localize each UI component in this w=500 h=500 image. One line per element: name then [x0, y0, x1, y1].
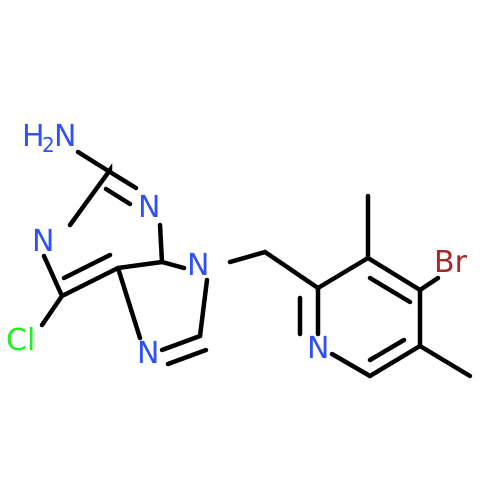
bond-py-c6-n [329, 351, 373, 379]
atom-chlorine: Cl [6, 323, 35, 358]
atom-n7: N [137, 336, 159, 371]
bond-c4-c5 [115, 259, 165, 271]
bond-n7-c8 [159, 333, 203, 353]
bond-py-c5-c6-double [367, 337, 407, 363]
bond-n9-ch2 [227, 249, 268, 265]
atom-n9: N [187, 248, 209, 283]
bond-n7-c8-double [165, 347, 209, 367]
bond-ch2-py-c2 [262, 249, 321, 291]
bond-py-c2-c3 [315, 255, 371, 291]
atom-labels: H 2 N N N N N N Cl Br [6, 119, 468, 371]
bond-py-c3-c4-double [367, 275, 413, 305]
bond-c8-n9 [197, 277, 210, 339]
atom-bromine: Br [434, 245, 468, 280]
bond-py-c5-c6 [367, 343, 423, 379]
atom-n1: N [32, 224, 54, 259]
atom-n3: N [138, 190, 160, 225]
bond-py-c5-methyl [417, 343, 473, 379]
atom-amine-n: N [54, 119, 76, 154]
bond-py-c3-c4 [365, 255, 423, 293]
bond-nh2-c2 [75, 149, 113, 175]
bond-c6-cl [39, 293, 65, 328]
bond-c6-c5 [59, 265, 121, 299]
bond-c2-n3-double [103, 186, 133, 207]
bond-c2-n1 [67, 163, 113, 228]
bond-n1-c6 [41, 253, 65, 299]
bond-c5-n7 [115, 265, 143, 341]
bond-c4-n9 [159, 259, 187, 271]
atom-amine-h: H [22, 119, 45, 154]
bond-c6-c5-double [61, 252, 113, 281]
atom-pyridine-n: N [307, 331, 329, 366]
bond-n3-c4 [157, 222, 165, 265]
bonds [39, 149, 473, 379]
bond-c2-n3 [107, 169, 139, 191]
bond-py-c4-br [417, 275, 441, 293]
atom-amine-subscript: 2 [42, 133, 55, 157]
